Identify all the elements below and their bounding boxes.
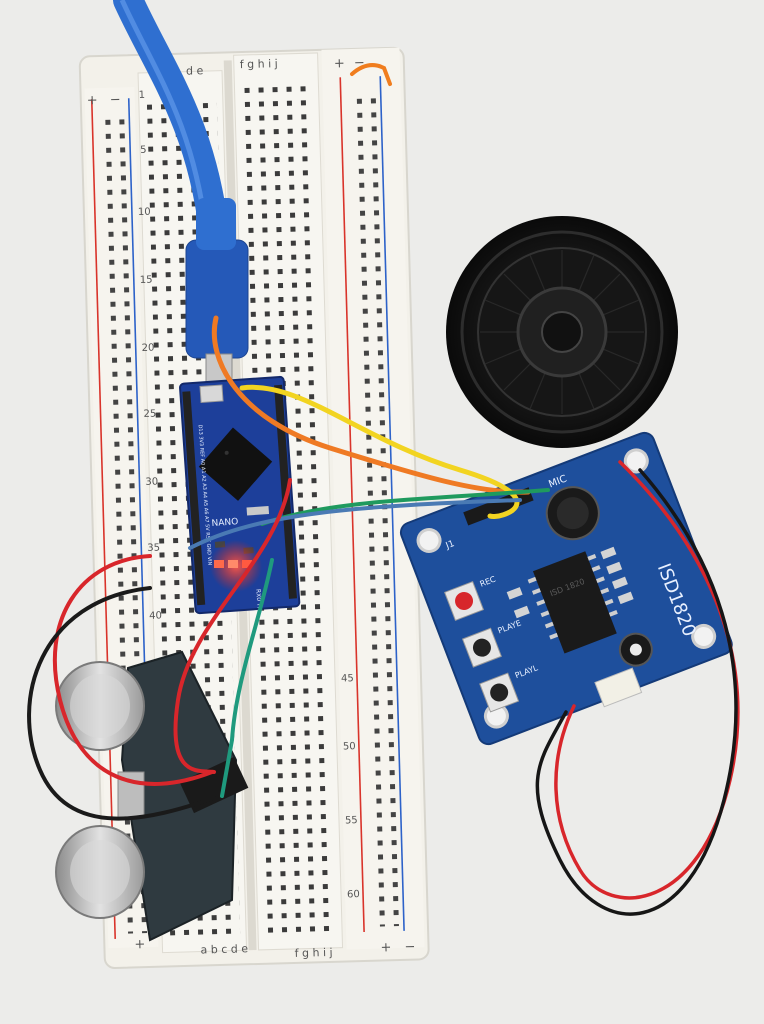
left-rail-red-line [90, 99, 117, 939]
green-wire-to-sensor [220, 558, 274, 798]
left-rail-minus-top: − [110, 92, 121, 107]
row-number-5: 5 [140, 145, 147, 156]
ultrasonic-pcb [120, 650, 238, 942]
row-number-1: 1 [139, 90, 146, 101]
isd1820-j1-label: J1 [444, 539, 456, 552]
nano-mcu-chip [198, 427, 273, 501]
row-number-15: 15 [140, 275, 153, 286]
isd1820-speaker-connector [594, 667, 643, 708]
usb-strain-relief [196, 198, 236, 250]
blue-wire-to-module [188, 498, 522, 550]
right-rail-blue-line [379, 76, 405, 931]
row-number-30: 30 [145, 477, 158, 488]
isd1820-rec-button[interactable] [444, 580, 485, 622]
left-rail-plus-bottom: + [134, 937, 145, 952]
row-numbers: 1 5 10 15 20 25 30 35 40 45 50 55 60 [138, 90, 360, 901]
ultrasonic-sensor [55, 650, 249, 942]
row-number-45: 45 [341, 673, 354, 684]
arduino-nano: NANO D13 3V3 REF A0 A1 A2 A3 A4 A5 A6 A7… [179, 375, 301, 615]
col-labels-bottom-right: f g h i j [294, 946, 332, 960]
isd1820-module: MIC J1 ISD 1820 REC PLAYE PLAYL [399, 431, 733, 746]
red-wire-nano-sensor [173, 478, 292, 774]
orange-wire [211, 315, 531, 495]
row-number-55: 55 [345, 815, 358, 826]
row-number-60: 60 [347, 889, 360, 900]
row-number-35: 35 [147, 543, 160, 554]
right-rail-plus-top: + [334, 56, 345, 71]
nano-rx-tx-label: RX0 TX1 [254, 589, 263, 615]
usb-cable [113, 0, 249, 389]
jumper-wires [27, 315, 740, 916]
row-number-10: 10 [138, 207, 151, 218]
speaker [446, 216, 678, 448]
nano-led-3 [242, 560, 252, 568]
row-number-50: 50 [343, 741, 356, 752]
orange-jumper-wire [350, 63, 392, 86]
row-number-20: 20 [142, 343, 155, 354]
right-rail-minus-top: − [354, 56, 365, 71]
nano-led-2 [228, 560, 238, 568]
isd1820-playe-button[interactable] [461, 627, 502, 668]
row-number-40: 40 [149, 611, 162, 622]
red-wire-loop [52, 554, 214, 786]
isd1820-chip [532, 551, 617, 654]
col-labels-bottom-left: a b c d e [200, 942, 248, 956]
right-rail-plus-bottom: + [380, 940, 391, 955]
nano-board-label: NANO [211, 517, 238, 529]
usb-cable-body [113, 0, 229, 245]
col-labels-top-right: f g h i j [240, 57, 278, 71]
col-labels-top-left: d e [186, 64, 204, 77]
nano-reset-button [199, 384, 224, 404]
yellow-wire [239, 384, 520, 519]
right-rail-minus-bottom: − [404, 940, 415, 955]
black-wire-loop [27, 586, 216, 821]
row-number-25: 25 [143, 409, 156, 420]
ultrasonic-header [179, 756, 249, 814]
nano-led-1 [214, 560, 224, 568]
left-rail-plus-top: + [87, 93, 98, 108]
speaker-black-wire [535, 468, 738, 916]
speaker-red-wire [554, 460, 740, 900]
isd1820-playl-button[interactable] [479, 672, 520, 713]
